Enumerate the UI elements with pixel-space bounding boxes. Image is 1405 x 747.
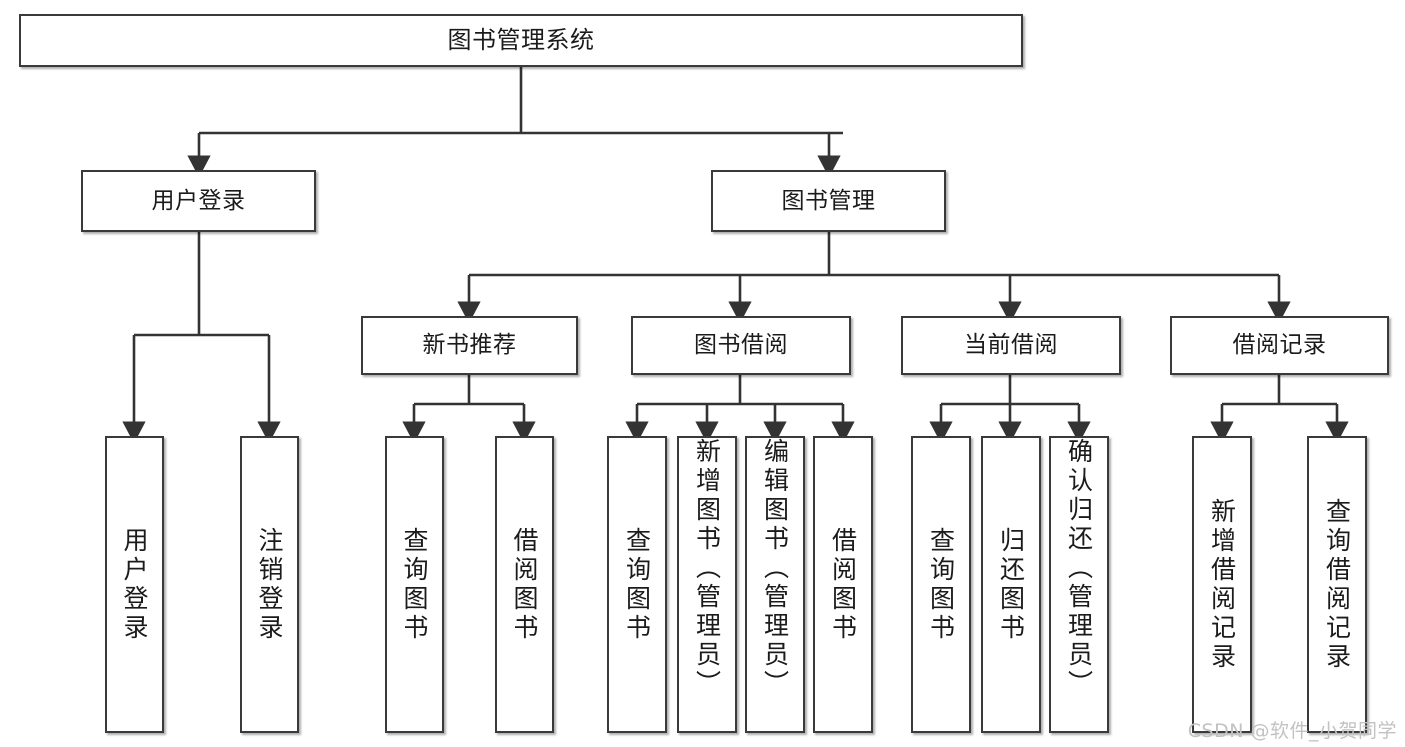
leaf-new-books-borrow-label: 借阅图书	[510, 526, 539, 643]
leaf-current-borrow-query-label: 查询图书	[926, 526, 956, 643]
leaf-book-borrow-edit[interactable]: 编辑图书（管理员）	[745, 436, 805, 733]
leaf-user-login-logout[interactable]: 注销登录	[240, 436, 299, 733]
leaf-book-borrow-edit-label: 编辑图书（管理员）	[760, 438, 790, 699]
leaf-borrow-records-add[interactable]: 新增借阅记录	[1192, 436, 1252, 733]
node-borrow-records[interactable]: 借阅记录	[1170, 316, 1389, 375]
leaf-current-borrow-return-label: 归还图书	[996, 526, 1026, 643]
leaf-new-books-query-label: 查询图书	[400, 526, 429, 643]
leaf-current-borrow-query[interactable]: 查询图书	[911, 436, 971, 733]
leaf-book-borrow-borrow[interactable]: 借阅图书	[813, 436, 873, 733]
leaf-borrow-records-query[interactable]: 查询借阅记录	[1307, 436, 1367, 733]
node-book-borrow-label: 图书借阅	[694, 332, 788, 359]
watermark: CSDN @软件_小贺同学	[1187, 720, 1397, 742]
node-current-borrow[interactable]: 当前借阅	[901, 316, 1121, 375]
node-book-management[interactable]: 图书管理	[711, 170, 946, 232]
node-book-borrow[interactable]: 图书借阅	[631, 316, 851, 375]
node-root[interactable]: 图书管理系统	[19, 14, 1023, 67]
leaf-current-borrow-confirm[interactable]: 确认归还（管理员）	[1049, 436, 1109, 733]
leaf-borrow-records-query-label: 查询借阅记录	[1322, 497, 1352, 672]
leaf-user-login-login-label: 用户登录	[120, 526, 149, 643]
leaf-book-borrow-add-label: 新增图书（管理员）	[692, 438, 722, 699]
node-root-label: 图书管理系统	[447, 25, 595, 54]
leaf-book-borrow-query[interactable]: 查询图书	[607, 436, 667, 733]
leaf-book-borrow-query-label: 查询图书	[622, 526, 652, 643]
node-current-borrow-label: 当前借阅	[964, 332, 1058, 359]
leaf-book-borrow-borrow-label: 借阅图书	[828, 526, 858, 643]
node-borrow-records-label: 借阅记录	[1232, 332, 1327, 359]
leaf-new-books-borrow[interactable]: 借阅图书	[495, 436, 554, 733]
node-new-book-recommend[interactable]: 新书推荐	[361, 316, 578, 375]
leaf-book-borrow-add[interactable]: 新增图书（管理员）	[677, 436, 737, 733]
leaf-user-login-login[interactable]: 用户登录	[105, 436, 164, 733]
leaf-current-borrow-return[interactable]: 归还图书	[981, 436, 1041, 733]
leaf-user-login-logout-label: 注销登录	[255, 526, 284, 643]
leaf-borrow-records-add-label: 新增借阅记录	[1207, 497, 1237, 672]
leaf-current-borrow-confirm-label: 确认归还（管理员）	[1064, 438, 1094, 699]
node-new-book-recommend-label: 新书推荐	[422, 332, 517, 359]
leaf-new-books-query[interactable]: 查询图书	[385, 436, 444, 733]
node-user-login[interactable]: 用户登录	[81, 170, 316, 232]
node-user-login-label: 用户登录	[151, 187, 246, 214]
node-book-management-label: 图书管理	[781, 187, 876, 214]
